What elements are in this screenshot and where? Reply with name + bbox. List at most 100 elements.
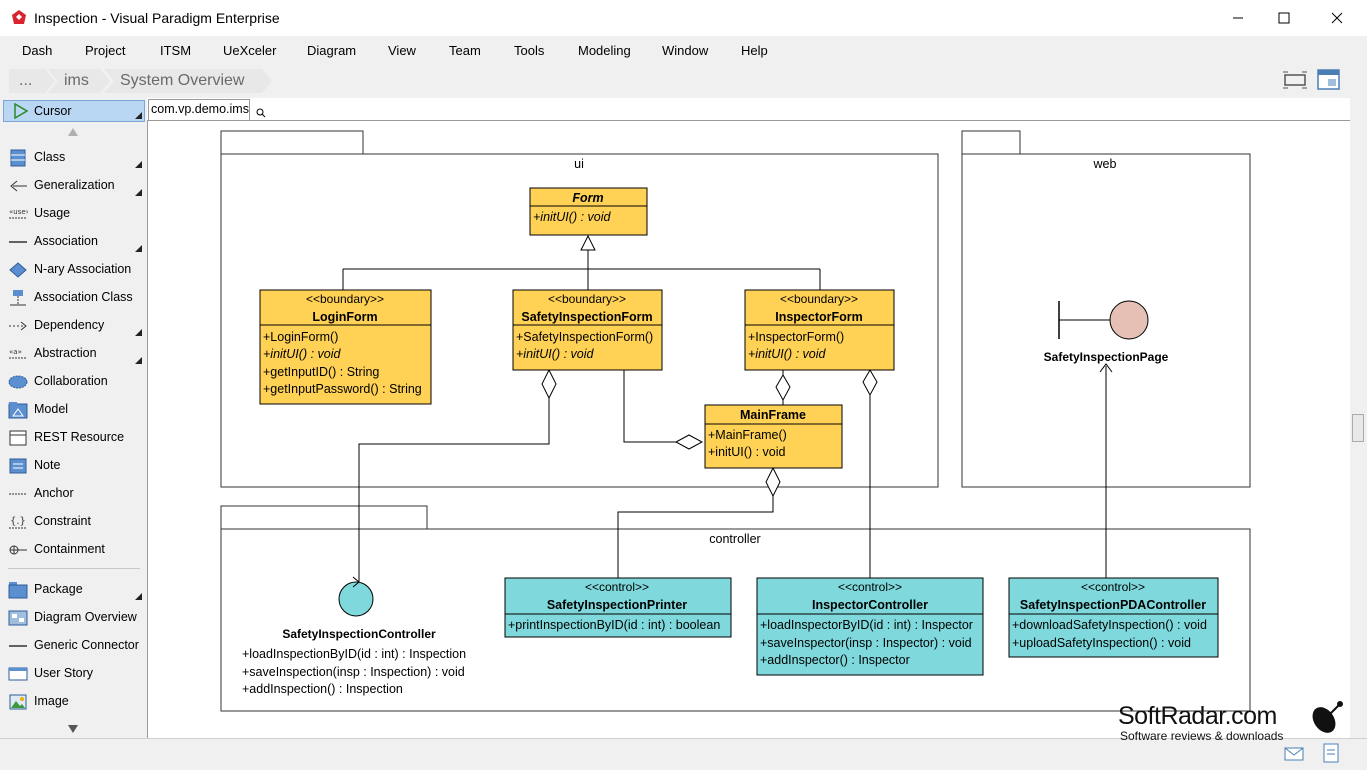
class-stereotype: <<control>> — [585, 580, 649, 594]
panel-splitter-handle[interactable] — [1352, 414, 1364, 442]
palette-item-package[interactable]: Package — [6, 578, 144, 602]
palette-item-collaboration[interactable]: Collaboration — [6, 370, 144, 394]
class-operation: +printInspectionByID(id : int) : boolean — [508, 618, 720, 632]
palette-scroll-down-icon[interactable] — [67, 724, 79, 734]
generalization-icon — [10, 180, 27, 192]
palette-item-nary-association[interactable]: N-ary Association — [6, 258, 144, 282]
class-safety-inspection-pda-controller[interactable]: <<control>> SafetyInspectionPDAControlle… — [1008, 577, 1219, 658]
app-logo-icon — [12, 10, 26, 24]
palette-item-constraint[interactable]: {.} Constraint — [6, 510, 144, 534]
palette-item-note[interactable]: Note — [6, 454, 144, 478]
package-ui-label: ui — [574, 157, 584, 171]
breadcrumb-system-overview[interactable]: System Overview — [104, 69, 272, 93]
generic-connector-icon — [9, 645, 27, 647]
class-safety-inspection-form[interactable]: <<boundary>> SafetyInspectionForm +Safet… — [512, 289, 663, 371]
class-diagram[interactable]: ui web controller Form — [147, 120, 1350, 737]
class-name: InspectorForm — [775, 310, 863, 324]
class-operation: +uploadSafetyInspection() : void — [1012, 636, 1191, 650]
usage-icon: «use» — [9, 208, 28, 219]
class-operation: +initUI() : void — [748, 347, 827, 361]
menu-modeling[interactable]: Modeling — [578, 43, 631, 58]
palette-item-generalization[interactable]: Generalization — [6, 174, 144, 198]
palette-item-abstraction[interactable]: «a» Abstraction — [6, 342, 144, 366]
minimize-button[interactable] — [1215, 0, 1261, 36]
class-safety-inspection-printer[interactable]: <<control>> SafetyInspectionPrinter +pri… — [504, 577, 732, 638]
search-icon[interactable] — [256, 108, 266, 118]
menu-diagram[interactable]: Diagram — [307, 43, 357, 58]
cursor-tool[interactable]: Cursor — [3, 100, 145, 122]
aggregation-connectors[interactable] — [358, 363, 1113, 582]
package-icon — [8, 582, 28, 599]
diagram-palette — [0, 98, 147, 746]
palette-item-label: Model — [34, 402, 69, 416]
palette-item-label: N-ary Association — [34, 262, 132, 276]
class-login-form[interactable]: <<boundary>> LoginForm +LoginForm() +ini… — [259, 289, 432, 405]
menu-tools[interactable]: Tools — [514, 43, 545, 58]
right-side-panel — [1350, 98, 1367, 738]
palette-item-containment[interactable]: Containment — [6, 538, 144, 562]
palette-divider — [8, 568, 140, 569]
menu-view[interactable]: View — [388, 43, 416, 58]
boundary-safety-inspection-page[interactable]: SafetyInspectionPage — [1044, 300, 1169, 364]
class-name: MainFrame — [740, 408, 806, 422]
palette-item-user-story[interactable]: User Story — [6, 662, 144, 686]
class-main-frame[interactable]: MainFrame +MainFrame() +initUI() : void — [704, 404, 843, 469]
generalization-connectors[interactable] — [342, 234, 821, 290]
diagram-tab[interactable]: com.vp.demo.ims — [148, 99, 250, 120]
mail-icon[interactable] — [1284, 747, 1304, 761]
palette-item-association[interactable]: Association — [6, 230, 144, 254]
palette-item-generic-connector[interactable]: Generic Connector — [6, 634, 144, 658]
user-story-icon — [8, 667, 28, 681]
class-operation: +getInputPassword() : String — [263, 382, 422, 396]
menu-window[interactable]: Window — [662, 43, 709, 58]
menu-project[interactable]: Project — [85, 43, 126, 58]
class-inspector-controller[interactable]: <<control>> InspectorController +loadIns… — [756, 577, 984, 676]
palette-item-label: Collaboration — [34, 374, 108, 388]
menu-bar: Dash Project ITSM UeXceler Diagram View … — [0, 36, 1367, 64]
document-icon[interactable] — [1322, 743, 1340, 763]
expand-indicator-icon — [135, 161, 142, 168]
menu-itsm[interactable]: ITSM — [160, 43, 192, 58]
class-stereotype: <<boundary>> — [780, 292, 858, 306]
svg-text:{.}: {.} — [10, 516, 26, 527]
control-safety-inspection-controller[interactable]: SafetyInspectionController +loadInspecti… — [242, 576, 466, 696]
palette-item-association-class[interactable]: Association Class — [6, 286, 144, 310]
palette-scroll-up-icon[interactable] — [67, 127, 79, 137]
class-inspector-form[interactable]: <<boundary>> InspectorForm +InspectorFor… — [744, 289, 895, 371]
class-operation: +loadInspectionByID(id : int) : Inspecti… — [242, 647, 466, 661]
diagram-navigator-icon[interactable] — [1316, 68, 1342, 92]
palette-item-usage[interactable]: «use» Usage — [6, 202, 144, 226]
palette-item-anchor[interactable]: Anchor — [6, 482, 144, 506]
palette-item-image[interactable]: Image — [6, 690, 144, 714]
class-operation: +InspectorForm() — [748, 330, 844, 344]
diagram-overview-icon — [8, 610, 28, 626]
palette-item-label: User Story — [34, 666, 94, 680]
menu-dash[interactable]: Dash — [22, 43, 53, 58]
expand-indicator-icon — [135, 112, 142, 119]
palette-item-class[interactable]: Class — [6, 146, 144, 170]
menu-uexceler[interactable]: UeXceler — [223, 43, 277, 58]
palette-item-diagram-overview[interactable]: Diagram Overview — [6, 606, 144, 630]
breadcrumb-ims[interactable]: ims — [48, 69, 110, 93]
breadcrumb-ellipsis[interactable]: ... — [9, 69, 55, 93]
class-operation: +initUI() : void — [533, 210, 612, 224]
class-name: InspectorController — [812, 598, 928, 612]
menu-team[interactable]: Team — [449, 43, 481, 58]
class-form[interactable]: Form +initUI() : void — [529, 187, 648, 236]
palette-item-label: Abstraction — [34, 346, 97, 360]
palette-item-dependency[interactable]: Dependency — [6, 314, 144, 338]
palette-item-rest-resource[interactable]: REST Resource — [6, 426, 144, 450]
palette-item-model[interactable]: Model — [6, 398, 144, 422]
association-icon — [9, 241, 27, 243]
diamond-icon — [9, 262, 27, 278]
maximize-button[interactable] — [1261, 0, 1307, 36]
close-button[interactable] — [1314, 0, 1360, 36]
menu-help[interactable]: Help — [741, 43, 768, 58]
palette-item-label: Constraint — [34, 514, 91, 528]
class-name: SafetyInspectionPrinter — [547, 598, 687, 612]
class-stereotype: <<control>> — [838, 580, 902, 594]
dependency-icon — [9, 321, 27, 331]
expand-indicator-icon — [135, 357, 142, 364]
fit-diagram-icon[interactable] — [1282, 69, 1308, 91]
palette-item-label: Containment — [34, 542, 105, 556]
